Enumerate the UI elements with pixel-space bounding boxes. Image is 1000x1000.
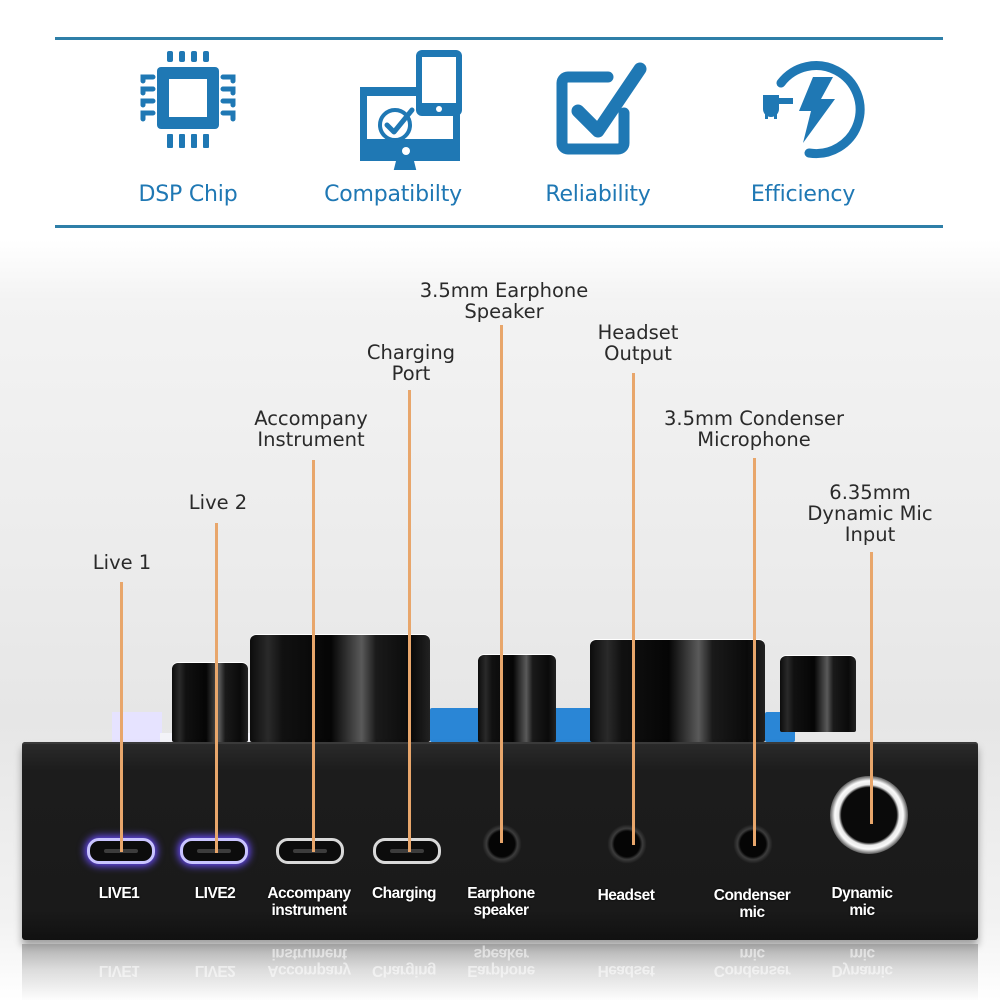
callout-line: Microphone xyxy=(697,428,811,451)
reflected-line: LIVE2 xyxy=(194,962,236,979)
port-label-line: Earphone xyxy=(467,885,535,902)
device-reflection xyxy=(22,944,978,1000)
power-bolt-icon xyxy=(763,61,865,159)
feature-label: DSP Chip xyxy=(138,182,238,207)
port-label: LIVE1 xyxy=(99,885,140,902)
callout-line: Instrument xyxy=(257,428,365,451)
reflected-port-label: Headset xyxy=(598,962,655,979)
port-label-line: Charging xyxy=(371,885,437,902)
port-label-line: Dynamic xyxy=(831,885,893,902)
chip-icon xyxy=(140,51,236,148)
port-label-line: Accompany xyxy=(267,885,351,902)
knob-large[interactable] xyxy=(590,640,765,742)
port-accompany[interactable] xyxy=(276,838,344,864)
port-label: Headset xyxy=(598,887,655,904)
checkbox-icon xyxy=(556,62,647,155)
reflected-line: Condenser xyxy=(713,962,791,979)
knob-small[interactable] xyxy=(172,663,248,742)
callout-live2: Live 2 xyxy=(189,492,247,513)
devices-icon xyxy=(360,50,462,170)
feature-label: Reliability xyxy=(545,182,651,207)
leader-line-dynamic xyxy=(870,552,873,824)
port-headset[interactable] xyxy=(607,824,647,864)
reflected-line: Accompany xyxy=(267,962,351,979)
callout-line: Accompany xyxy=(254,407,368,430)
callout-line: Live 2 xyxy=(188,491,248,514)
feature-efficiency: Efficiency xyxy=(703,45,903,220)
port-live2[interactable] xyxy=(180,838,248,864)
reflected-line: LIVE1 xyxy=(98,962,140,979)
knob-large[interactable] xyxy=(250,635,430,742)
bottom-divider xyxy=(55,225,943,228)
reflected-port-label: Charging xyxy=(372,962,436,979)
knob-small[interactable] xyxy=(780,656,856,732)
feature-label: Compatibilty xyxy=(324,182,462,207)
feature-reliability: Reliability xyxy=(498,45,698,220)
callout-line: Headset xyxy=(597,321,679,344)
callout-line: Dynamic Mic xyxy=(807,502,933,525)
port-label-line: LIVE1 xyxy=(98,885,140,902)
reflected-line: Dynamic xyxy=(831,962,893,979)
reflected-line: Earphone xyxy=(467,962,535,979)
port-label-line: LIVE2 xyxy=(194,885,236,902)
feature-dsp-chip: DSP Chip xyxy=(88,45,288,220)
reflected-port-label: LIVE1 xyxy=(99,962,140,979)
leader-line-accompany xyxy=(312,460,315,852)
callout-line: Speaker xyxy=(464,300,544,323)
port-label: Charging xyxy=(371,885,437,902)
reflected-line: mic xyxy=(739,945,765,962)
callout-line: 3.5mm Condenser xyxy=(663,407,845,430)
feature-compatibility: Compatibilty xyxy=(293,45,493,220)
callout-line: Charging xyxy=(366,341,456,364)
port-label-line: Headset xyxy=(597,887,655,904)
leader-line-live2 xyxy=(215,523,218,853)
callout-line: Output xyxy=(604,342,672,365)
callout-line: Port xyxy=(391,362,431,385)
leader-line-headset xyxy=(632,373,635,845)
leader-line-live1 xyxy=(120,582,123,852)
callout-live1: Live 1 xyxy=(93,552,151,573)
leader-line-earphone xyxy=(500,325,503,843)
port-charging[interactable] xyxy=(373,838,441,864)
reflected-line: instrument xyxy=(271,945,347,962)
reflected-line: Charging xyxy=(371,962,437,979)
port-dynamic-mic[interactable] xyxy=(830,776,908,854)
callout-line: Input xyxy=(844,523,896,546)
reflected-line: Headset xyxy=(597,962,655,979)
port-label-line: mic xyxy=(849,902,875,919)
port-label-line: speaker xyxy=(473,902,529,919)
top-divider xyxy=(55,37,943,40)
port-label-line: mic xyxy=(739,904,765,921)
reflected-line: speaker xyxy=(473,945,529,962)
reflected-line: mic xyxy=(849,945,875,962)
callout-line: 6.35mm xyxy=(829,481,911,504)
callout-line: Live 1 xyxy=(92,551,152,574)
leader-line-condenser xyxy=(753,458,756,846)
port-label: LIVE2 xyxy=(195,885,236,902)
knob-small[interactable] xyxy=(478,655,556,742)
leader-line-charging xyxy=(408,390,411,852)
reflected-port-label: LIVE2 xyxy=(195,962,236,979)
port-label-line: Condenser xyxy=(713,887,791,904)
port-label-line: instrument xyxy=(271,902,347,919)
feature-label: Efficiency xyxy=(750,182,856,207)
callout-line: 3.5mm Earphone xyxy=(419,279,589,302)
